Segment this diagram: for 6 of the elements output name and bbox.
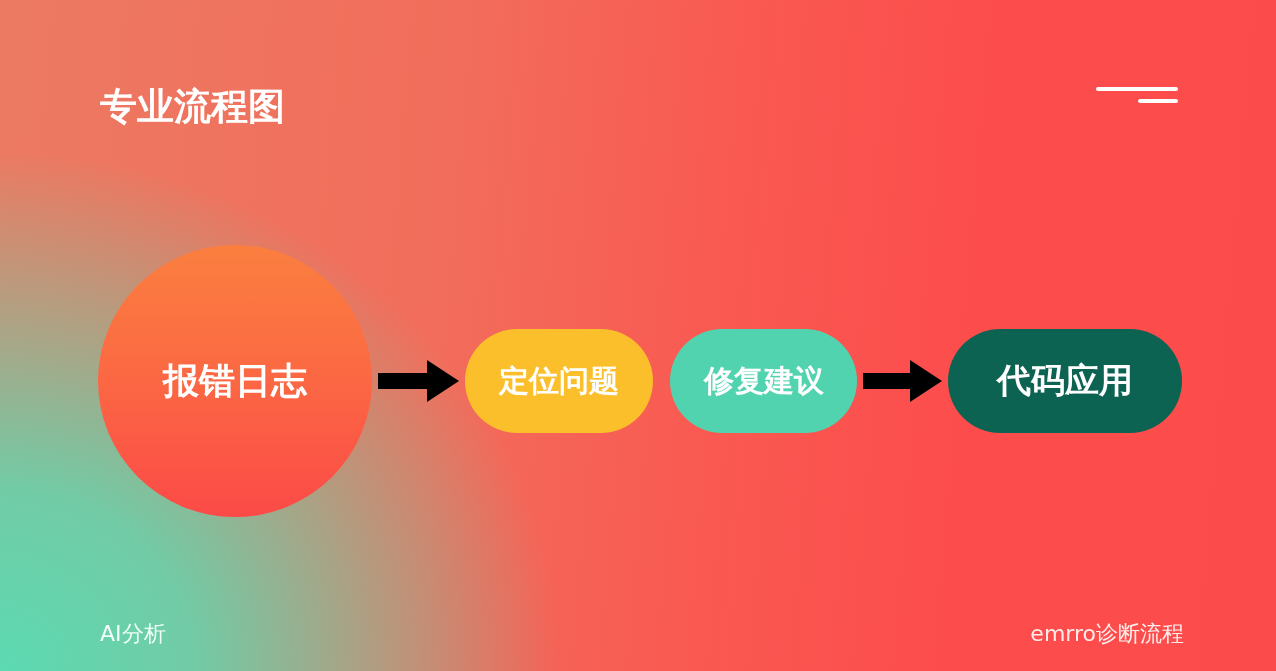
title: 专业流程图 — [100, 84, 285, 130]
arrow — [378, 360, 459, 402]
arrow — [863, 360, 942, 402]
footer-note: emrro诊断流程 — [1030, 620, 1184, 648]
process-pill: 代码应用 — [948, 329, 1182, 433]
footer-note: AI分析 — [100, 620, 166, 648]
